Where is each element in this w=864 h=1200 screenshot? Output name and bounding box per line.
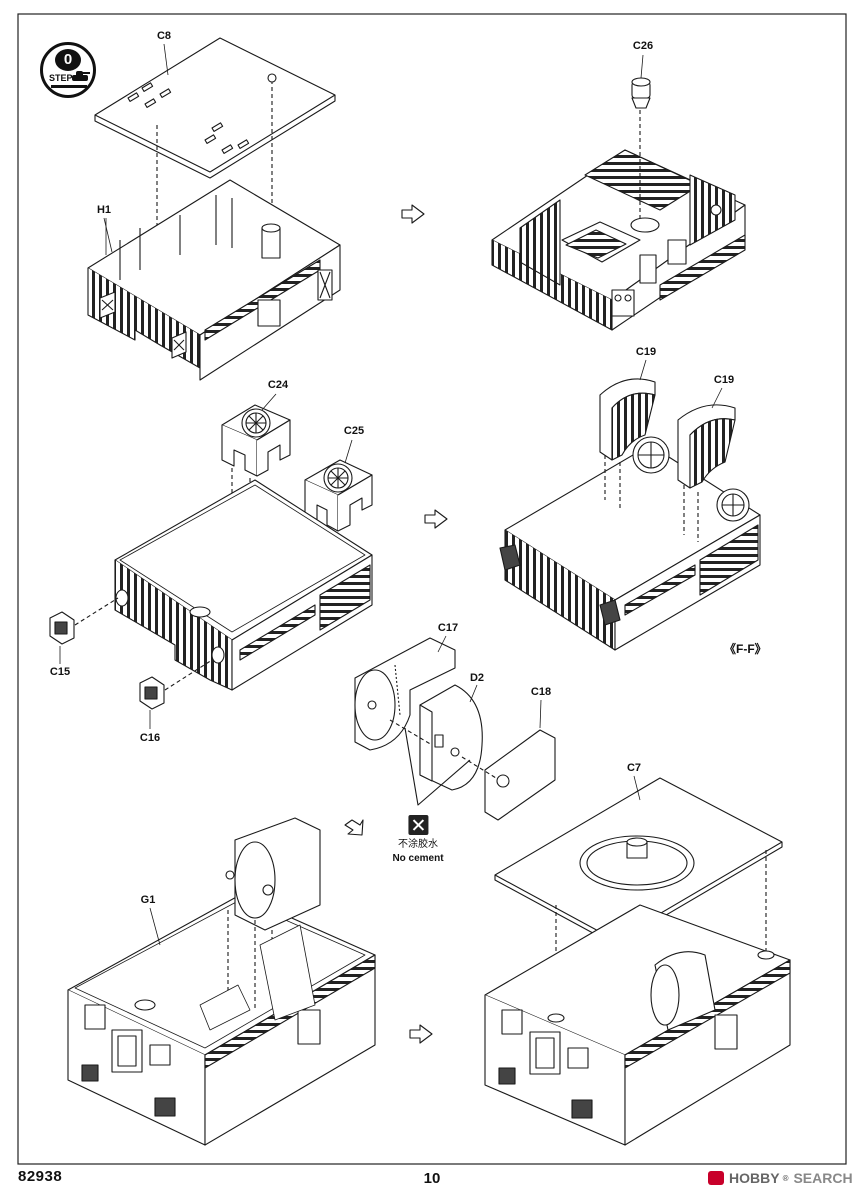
product-code: 82938 xyxy=(18,1168,63,1185)
part-c24-fan xyxy=(221,404,291,477)
label-c18: C18 xyxy=(530,686,552,698)
no-cement-en: No cement xyxy=(392,852,444,864)
c8-slots xyxy=(127,82,250,154)
no-cement-note: 不涂胶水 No cement xyxy=(392,815,444,865)
view-label-ff: 《F-F》 xyxy=(724,642,767,656)
label-h1: H1 xyxy=(96,204,112,216)
label-c7: C7 xyxy=(626,762,642,774)
no-cement-icon xyxy=(408,815,428,835)
label-c17: C17 xyxy=(437,622,459,634)
registered-icon: ® xyxy=(782,1173,789,1183)
watermark-service: SEARCH xyxy=(793,1170,853,1186)
part-c8-plate xyxy=(94,37,336,173)
flow-arrow xyxy=(401,204,425,224)
panel-1-h1-assembly xyxy=(87,37,341,381)
label-d2: D2 xyxy=(469,672,485,684)
panel-6-g1-hull xyxy=(67,817,376,1146)
panel-5-fan-housing xyxy=(354,637,556,821)
panel-4-c19-covers xyxy=(499,378,761,651)
flow-arrow xyxy=(424,509,448,529)
watermark-logo-icon xyxy=(708,1171,724,1185)
tank-icon xyxy=(72,71,90,81)
step-number: 0 xyxy=(55,49,81,71)
page-number: 10 xyxy=(423,1170,441,1187)
panel-2-upper-hull xyxy=(491,77,746,331)
label-c19-left: C19 xyxy=(635,346,657,358)
label-c8: C8 xyxy=(156,30,172,42)
page-frame xyxy=(17,13,847,1165)
part-d2 xyxy=(419,684,483,791)
step-badge: 0 STEP xyxy=(40,42,96,98)
panel-3-fan-assembly xyxy=(49,404,373,710)
label-c26: C26 xyxy=(632,40,654,52)
label-c16: C16 xyxy=(139,732,161,744)
step-underline xyxy=(51,85,87,88)
part-c18 xyxy=(484,729,556,821)
step-word: STEP xyxy=(49,73,73,83)
label-c24: C24 xyxy=(267,379,289,391)
label-c25: C25 xyxy=(343,425,365,437)
panel-7-c7-assembly xyxy=(484,777,791,1146)
no-cement-cn: 不涂胶水 xyxy=(398,839,438,850)
watermark-brand: HOBBY xyxy=(729,1170,780,1186)
flow-arrow xyxy=(344,819,364,836)
label-c19-right: C19 xyxy=(713,374,735,386)
label-c15: C15 xyxy=(49,666,71,678)
flow-arrow xyxy=(409,1024,433,1044)
watermark: HOBBY ® SEARCH xyxy=(708,1170,853,1186)
label-leaders xyxy=(59,43,723,946)
label-g1: G1 xyxy=(140,894,156,906)
